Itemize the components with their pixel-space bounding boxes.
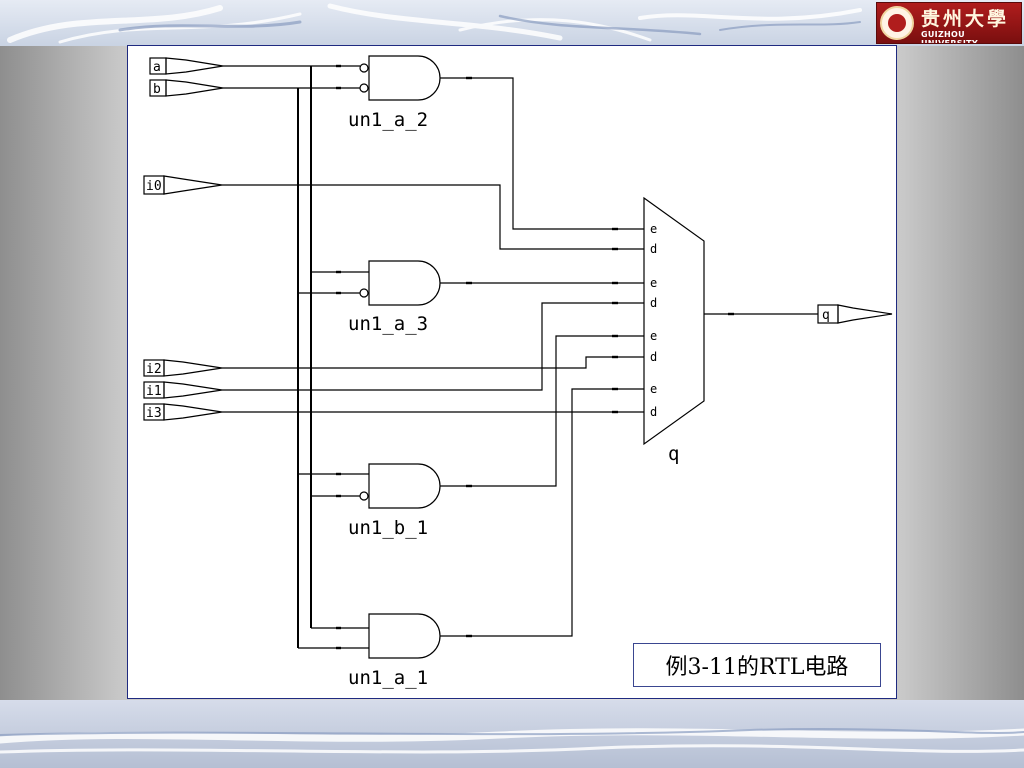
- logo-chinese-name: 贵州大學: [921, 8, 1010, 30]
- port-label-b: b: [153, 82, 161, 97]
- gate-label-un1-b-1: un1_b_1: [348, 517, 428, 539]
- and-gate-un1-a-1: [368, 613, 441, 659]
- input-port-i0: [143, 175, 223, 195]
- output-port-q: [817, 304, 893, 324]
- selector-pin-label: e: [650, 329, 657, 343]
- selector-q: [643, 196, 705, 446]
- university-logo: 贵州大學 GUIZHOU UNIVERSITY: [876, 2, 1022, 44]
- inverter-bubble: [359, 83, 369, 93]
- gate-label-un1-a-1: un1_a_1: [348, 667, 428, 689]
- and-gate-un1-b-1: [368, 463, 441, 509]
- port-label-i1: i1: [146, 384, 162, 399]
- selector-pin-label: e: [650, 222, 657, 236]
- gate-label-un1-a-3: un1_a_3: [348, 313, 428, 335]
- input-port-i3: [143, 403, 223, 421]
- gate-label-un1-a-2: un1_a_2: [348, 109, 428, 131]
- port-label-a: a: [153, 60, 161, 75]
- inverter-bubble: [359, 288, 369, 298]
- port-label-q: q: [822, 308, 830, 323]
- rtl-circuit-diagram: a b i0 i2 i1 i3 q un1_a_2 un1_a_3 un1_b_…: [143, 55, 893, 689]
- input-port-a: [149, 57, 224, 75]
- port-label-i0: i0: [146, 179, 162, 194]
- and-gate-un1-a-2: [368, 55, 441, 101]
- logo-english-name: GUIZHOU UNIVERSITY: [921, 30, 978, 44]
- and-gate-un1-a-3: [368, 260, 441, 306]
- inverter-bubble: [359, 491, 369, 501]
- selector-pin-label: d: [650, 350, 657, 364]
- port-label-i3: i3: [146, 406, 162, 421]
- input-port-i2: [143, 359, 223, 377]
- selector-pin-label: e: [650, 276, 657, 290]
- selector-pin-label: d: [650, 242, 657, 256]
- inverter-bubble: [359, 63, 369, 73]
- port-label-i2: i2: [146, 362, 162, 377]
- selector-pin-label: e: [650, 382, 657, 396]
- input-port-i1: [143, 381, 223, 399]
- selector-pin-label: d: [650, 296, 657, 310]
- seal-icon: [880, 6, 914, 40]
- rtl-diagram-panel: a b i0 i2 i1 i3 q un1_a_2 un1_a_3 un1_b_…: [127, 45, 897, 699]
- selector-label: q: [668, 443, 679, 465]
- selector-pin-label: d: [650, 405, 657, 419]
- input-port-b: [149, 79, 224, 97]
- diagram-caption: 例3-11的RTL电路: [633, 643, 881, 687]
